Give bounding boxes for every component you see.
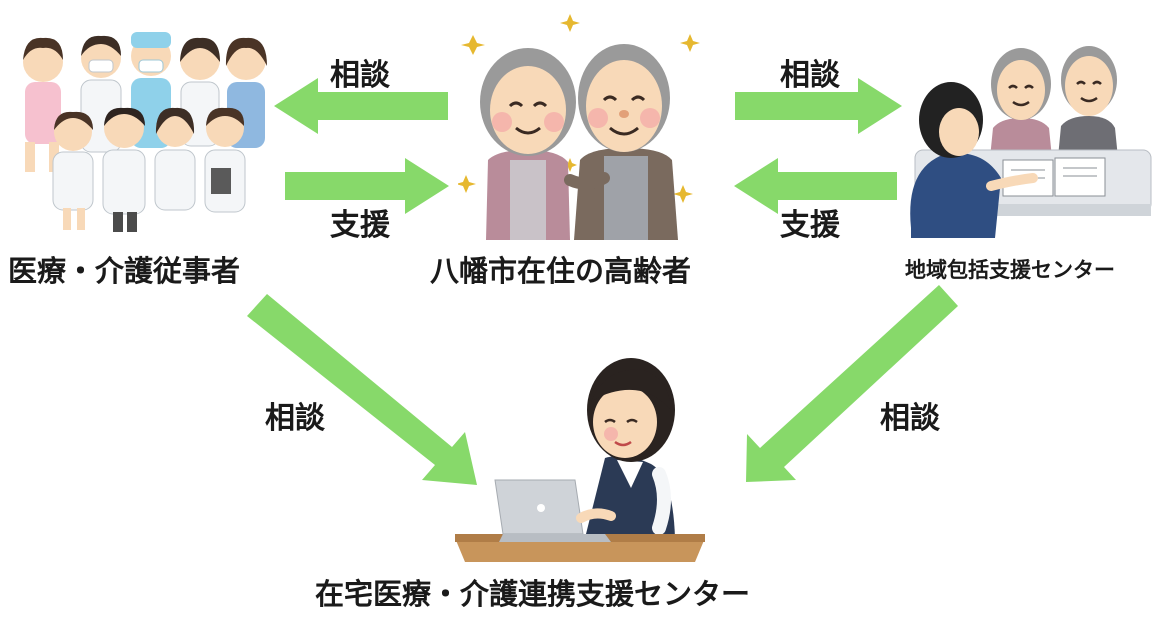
medical-staff-group-icon — [23, 32, 267, 232]
community-center-counseling-icon — [910, 46, 1152, 238]
elderly-couple-icon — [458, 14, 700, 240]
medical-staff-label: 医療・介護従事者 — [8, 254, 241, 288]
arrow-community-to-support — [746, 285, 958, 482]
edge-label-community-to-support: 相談 — [880, 401, 940, 436]
arrow-elderly-to-community — [735, 78, 902, 134]
edge-label-elderly-to-medical: 相談 — [330, 58, 390, 93]
edge-label-elderly-to-community: 相談 — [780, 58, 840, 93]
edge-label-medical-to-elderly: 支援 — [330, 208, 390, 243]
support-center-label: 在宅医療・介護連携支援センター — [315, 577, 751, 611]
arrow-medical-to-support — [247, 294, 477, 485]
arrow-elderly-to-medical — [274, 78, 448, 134]
arrow-community-to-elderly — [734, 158, 897, 214]
edge-label-medical-to-support: 相談 — [265, 401, 325, 436]
woman-with-laptop-icon — [455, 358, 705, 562]
arrow-medical-to-elderly — [285, 158, 449, 214]
elderly-residents-label: 八幡市在住の高齢者 — [430, 254, 692, 288]
community-center-label: 地域包括支援センター — [905, 258, 1115, 282]
edge-label-community-to-elderly: 支援 — [780, 208, 840, 243]
